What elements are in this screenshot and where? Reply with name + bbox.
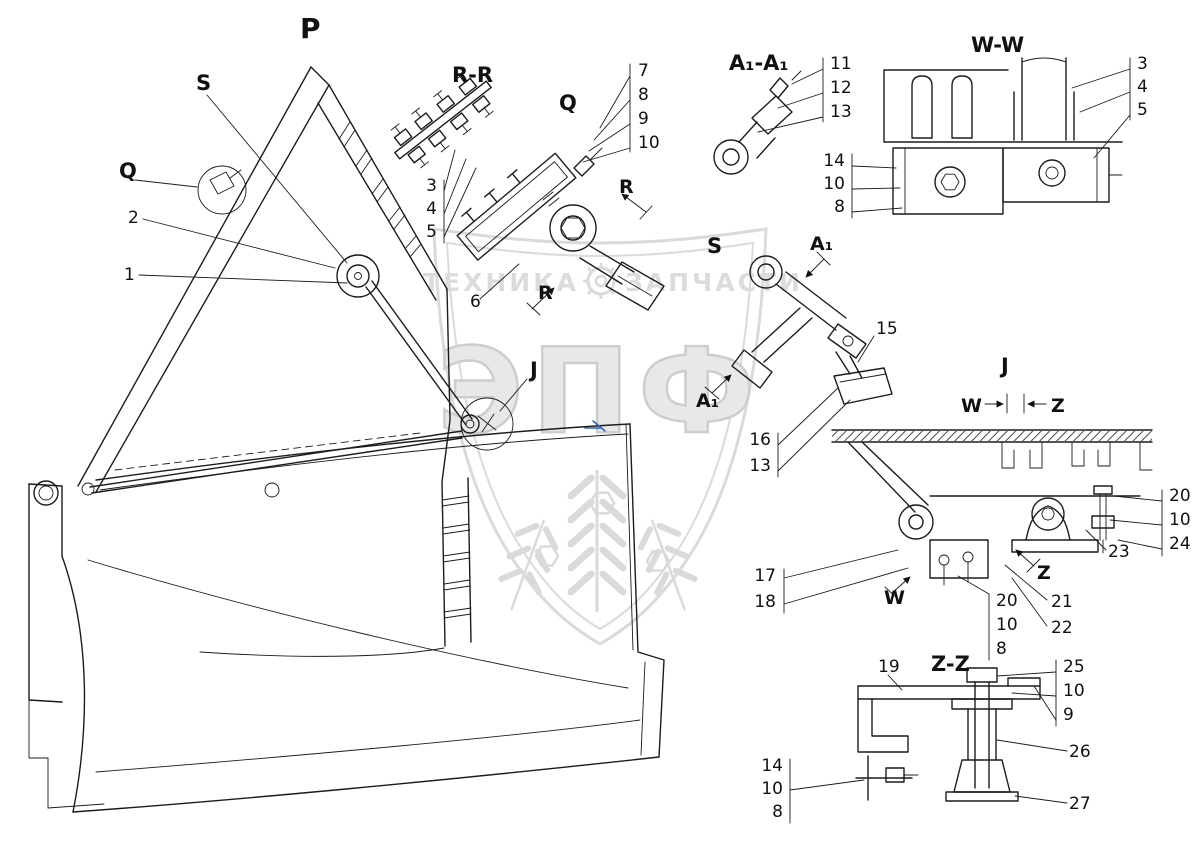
- callout-2: 2: [128, 208, 139, 228]
- view-label-rr: R-R: [452, 63, 493, 87]
- callout-27: 27: [1069, 794, 1091, 814]
- callout-25: 25: [1063, 657, 1085, 677]
- detail-s: [731, 255, 893, 405]
- watermark: ТЕХНИКА ЗАПЧАСТИ ЭПФ: [423, 227, 803, 646]
- view-label-j-detail: J: [999, 354, 1009, 378]
- callout-j10: 10: [1169, 510, 1191, 530]
- callout-20: 20: [1169, 486, 1191, 506]
- callout-7: 7: [638, 61, 649, 81]
- view-label-zz: Z-Z: [931, 652, 970, 676]
- arrow-label-a1-lower: A₁: [696, 390, 719, 412]
- blue-mark: [584, 420, 606, 432]
- section-arrows: [526, 193, 1047, 600]
- callout-24: 24: [1169, 534, 1191, 554]
- gear-icon: [583, 263, 619, 299]
- arrow-label-w-top: W: [961, 395, 982, 417]
- watermark-right-text: ЗАПЧАСТИ: [625, 268, 803, 297]
- callout-23: 23: [1108, 542, 1130, 562]
- callout-ww-14: 14: [823, 151, 845, 171]
- callout-zzl-8: 8: [772, 802, 783, 822]
- detail-ww: [883, 57, 1123, 215]
- callout-11: 11: [830, 54, 852, 74]
- callout-jb-8: 8: [996, 639, 1007, 659]
- callout-s13: 13: [749, 456, 771, 476]
- detail-rr: [390, 72, 494, 169]
- callout-ww-4: 4: [1137, 77, 1148, 97]
- leader-lines: [134, 57, 1163, 824]
- callout-10: 10: [638, 133, 660, 153]
- view-label-j-main: J: [528, 358, 538, 382]
- callout-13: 13: [830, 102, 852, 122]
- callout-6: 6: [470, 292, 481, 312]
- callout-ww-8: 8: [834, 197, 845, 217]
- callout-18: 18: [754, 592, 776, 612]
- detail-q: [456, 147, 665, 311]
- labels: P S Q R-R Q A₁-A₁ W-W S J J Z-Z R R A₁ A…: [119, 12, 1191, 822]
- arrow-label-r-top: R: [619, 176, 634, 198]
- watermark-brand-text: ЭПФ: [437, 322, 763, 460]
- callout-rr-3: 3: [426, 176, 437, 196]
- callout-17: 17: [754, 566, 776, 586]
- view-label-q-left: Q: [119, 159, 137, 183]
- arrow-label-a1-upper: A₁: [810, 233, 833, 255]
- view-label-p: P: [300, 12, 321, 45]
- callout-12: 12: [830, 78, 852, 98]
- callout-zz10: 10: [1063, 681, 1085, 701]
- view-label-s-top: S: [196, 71, 211, 95]
- view-label-a1a1: A₁-A₁: [729, 51, 789, 75]
- callout-16: 16: [749, 430, 771, 450]
- callout-zzl-14: 14: [761, 756, 783, 776]
- detail-zz: [855, 667, 1041, 802]
- watermark-left-text: ТЕХНИКА: [423, 268, 579, 297]
- callout-22: 22: [1051, 618, 1073, 638]
- arrow-label-r-bottom: R: [538, 282, 553, 304]
- callout-ww-10: 10: [823, 174, 845, 194]
- callout-21: 21: [1051, 592, 1073, 612]
- arrow-label-w-mid: W: [884, 587, 905, 609]
- callout-rr-5: 5: [426, 222, 437, 242]
- callout-8: 8: [638, 85, 649, 105]
- callout-19: 19: [878, 657, 900, 677]
- callout-jb-10: 10: [996, 615, 1018, 635]
- view-label-ww: W-W: [971, 33, 1024, 57]
- hexagon-icons: [534, 491, 671, 572]
- view-label-s-detail: S: [707, 234, 722, 258]
- wheat-icon: [498, 470, 698, 612]
- callout-9: 9: [638, 109, 649, 129]
- arrow-label-z-top: Z: [1051, 395, 1065, 417]
- detail-a1a1: [713, 70, 802, 175]
- detail-j: [831, 429, 1153, 586]
- callout-zzl-10: 10: [761, 779, 783, 799]
- callout-jb-20: 20: [996, 591, 1018, 611]
- callout-26: 26: [1069, 742, 1091, 762]
- callout-zz9: 9: [1063, 705, 1074, 725]
- arrow-label-z-mid: Z: [1037, 562, 1051, 584]
- callout-rr-4: 4: [426, 199, 437, 219]
- callout-ww-3: 3: [1137, 54, 1148, 74]
- callout-1: 1: [124, 265, 135, 285]
- main-cab-view: [28, 66, 665, 813]
- view-label-q-detail: Q: [559, 91, 577, 115]
- callout-15: 15: [876, 319, 898, 339]
- callout-ww-5: 5: [1137, 100, 1148, 120]
